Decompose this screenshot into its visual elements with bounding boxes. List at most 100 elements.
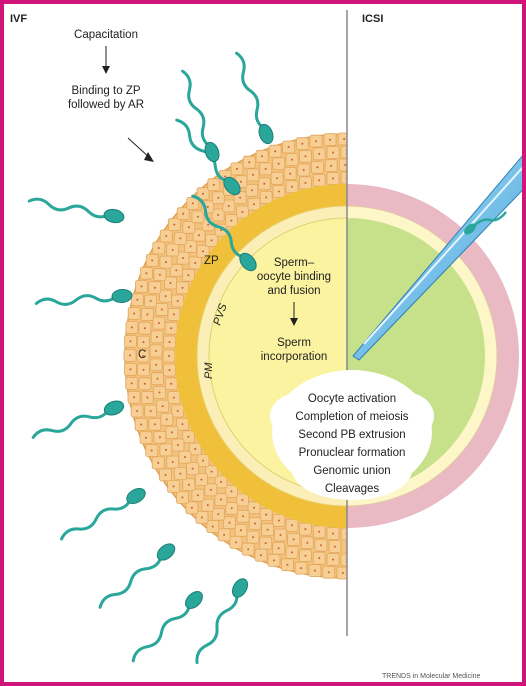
cell-nucleus xyxy=(165,235,167,237)
step-item: Oocyte activation xyxy=(308,393,396,405)
cell-nucleus xyxy=(197,494,199,496)
cell-nucleus xyxy=(304,528,306,530)
sperm-tail xyxy=(98,553,164,610)
cell-nucleus xyxy=(342,572,344,574)
cell-nucleus xyxy=(202,250,204,252)
step-item: Cleavages xyxy=(325,483,380,495)
cell-nucleus xyxy=(278,520,280,522)
cell-nucleus xyxy=(173,397,175,399)
cell-nucleus xyxy=(315,140,317,142)
cell-nucleus xyxy=(179,473,181,475)
cell-nucleus xyxy=(202,460,204,462)
cell-nucleus xyxy=(265,196,267,198)
c-label: C xyxy=(138,349,146,361)
cell-nucleus xyxy=(301,143,303,145)
cell-nucleus xyxy=(166,418,168,420)
cell-nucleus xyxy=(276,177,278,179)
cell-nucleus xyxy=(236,168,238,170)
cell-nucleus xyxy=(151,259,153,261)
cell-nucleus xyxy=(155,350,157,352)
binding-label-line2: followed by AR xyxy=(68,99,144,111)
cell-nucleus xyxy=(241,211,243,213)
cell-nucleus xyxy=(318,531,320,533)
sperm-tail xyxy=(32,407,110,441)
cell-nucleus xyxy=(328,571,330,573)
binding-label-line1: Binding to ZP xyxy=(71,85,140,97)
cell-nucleus xyxy=(265,542,267,544)
cell-nucleus xyxy=(140,424,142,426)
cell-nucleus xyxy=(173,485,175,487)
sperm-head xyxy=(229,576,250,600)
cell-nucleus xyxy=(212,526,214,528)
cell-nucleus xyxy=(332,152,334,154)
sperm xyxy=(28,195,125,224)
cell-nucleus xyxy=(329,139,331,141)
cell-nucleus xyxy=(161,309,163,311)
cell-nucleus xyxy=(192,202,194,204)
cell-nucleus xyxy=(207,206,209,208)
cell-nucleus xyxy=(241,499,243,501)
cell-nucleus xyxy=(217,197,219,199)
cell-nucleus xyxy=(143,341,145,343)
cell-nucleus xyxy=(248,161,250,163)
cell-nucleus xyxy=(170,383,172,385)
cell-nucleus xyxy=(170,327,172,329)
cell-nucleus xyxy=(154,287,156,289)
cell-nucleus xyxy=(145,272,147,274)
sperm-tail xyxy=(233,52,267,130)
cell-nucleus xyxy=(265,168,267,170)
cell-nucleus xyxy=(159,274,161,276)
cell-nucleus xyxy=(220,499,222,501)
cell-nucleus xyxy=(252,174,254,176)
incorporation-label-line2: incorporation xyxy=(261,351,327,363)
capacitation-label: Capacitation xyxy=(74,29,138,41)
cell-nucleus xyxy=(169,369,171,371)
cell-nucleus xyxy=(155,364,157,366)
fusion-label-line1: Sperm– xyxy=(274,257,315,269)
cell-nucleus xyxy=(240,181,242,183)
cell-nucleus xyxy=(184,456,186,458)
cell-nucleus xyxy=(131,326,133,328)
cell-nucleus xyxy=(291,551,293,553)
sperm xyxy=(230,51,275,146)
cell-nucleus xyxy=(146,314,148,316)
sperm xyxy=(129,588,206,665)
cell-nucleus xyxy=(332,533,334,535)
cell-nucleus xyxy=(192,468,194,470)
cell-nucleus xyxy=(300,567,302,569)
cell-nucleus xyxy=(314,570,316,572)
sperm-tail xyxy=(29,198,109,219)
cell-nucleus xyxy=(267,529,269,531)
cell-nucleus xyxy=(198,234,200,236)
cell-nucleus xyxy=(320,544,322,546)
sperm-head xyxy=(154,541,178,564)
cell-nucleus xyxy=(304,182,306,184)
cell-nucleus xyxy=(252,536,254,538)
cell-nucleus xyxy=(303,169,305,171)
cell-nucleus xyxy=(207,504,209,506)
cell-nucleus xyxy=(194,448,196,450)
cell-nucleus xyxy=(146,397,148,399)
cell-nucleus xyxy=(251,189,253,191)
cell-nucleus xyxy=(133,313,135,315)
cell-nucleus xyxy=(187,436,189,438)
cell-nucleus xyxy=(177,300,179,302)
cell-nucleus xyxy=(150,410,152,412)
cell-nucleus xyxy=(235,541,237,543)
cell-nucleus xyxy=(211,471,213,473)
cell-nucleus xyxy=(129,354,131,356)
cell-nucleus xyxy=(143,369,145,371)
cell-nucleus xyxy=(188,484,190,486)
cell-nucleus xyxy=(171,431,173,433)
cell-nucleus xyxy=(136,299,138,301)
cell-nucleus xyxy=(261,155,263,157)
sperm-head xyxy=(182,588,205,611)
cell-nucleus xyxy=(278,547,280,549)
pm-label: PM xyxy=(203,362,215,379)
cell-nucleus xyxy=(344,164,346,166)
cell-nucleus xyxy=(181,496,183,498)
cell-nucleus xyxy=(141,285,143,287)
cell-nucleus xyxy=(182,213,184,215)
step-item: Pronuclear formation xyxy=(299,447,406,459)
cell-nucleus xyxy=(293,538,295,540)
